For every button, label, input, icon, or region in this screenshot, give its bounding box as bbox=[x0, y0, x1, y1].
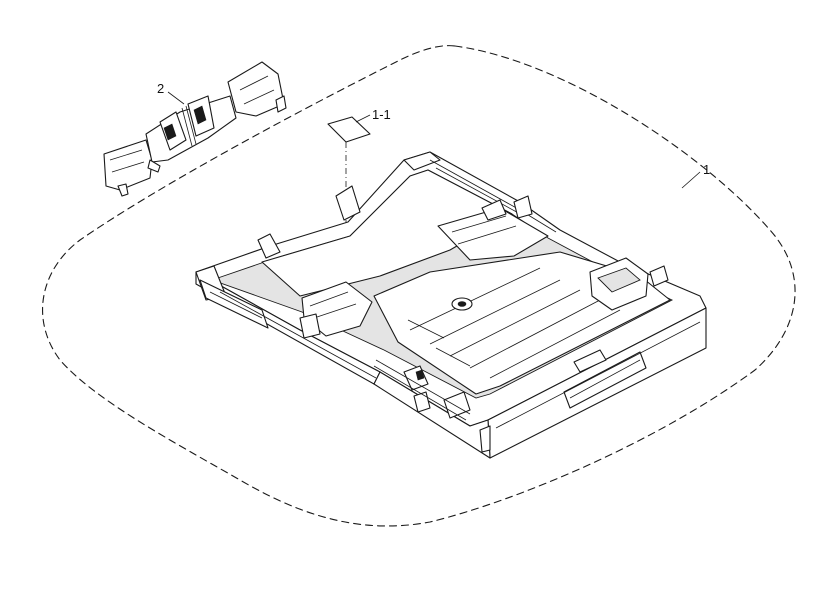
leader-line-1-1 bbox=[355, 114, 371, 123]
leader-line-2 bbox=[167, 91, 185, 105]
assembly-boundary-dashed bbox=[42, 45, 796, 527]
callout-label-1: 1 bbox=[703, 162, 711, 177]
leader-line-1 bbox=[681, 171, 701, 189]
part-1-paper-tray bbox=[195, 151, 707, 459]
part-2-guide-bracket bbox=[103, 61, 287, 197]
callout-label-1-1: 1-1 bbox=[372, 107, 391, 122]
callout-label-2: 2 bbox=[157, 81, 165, 96]
part-1-1-label-sheet bbox=[327, 116, 371, 143]
